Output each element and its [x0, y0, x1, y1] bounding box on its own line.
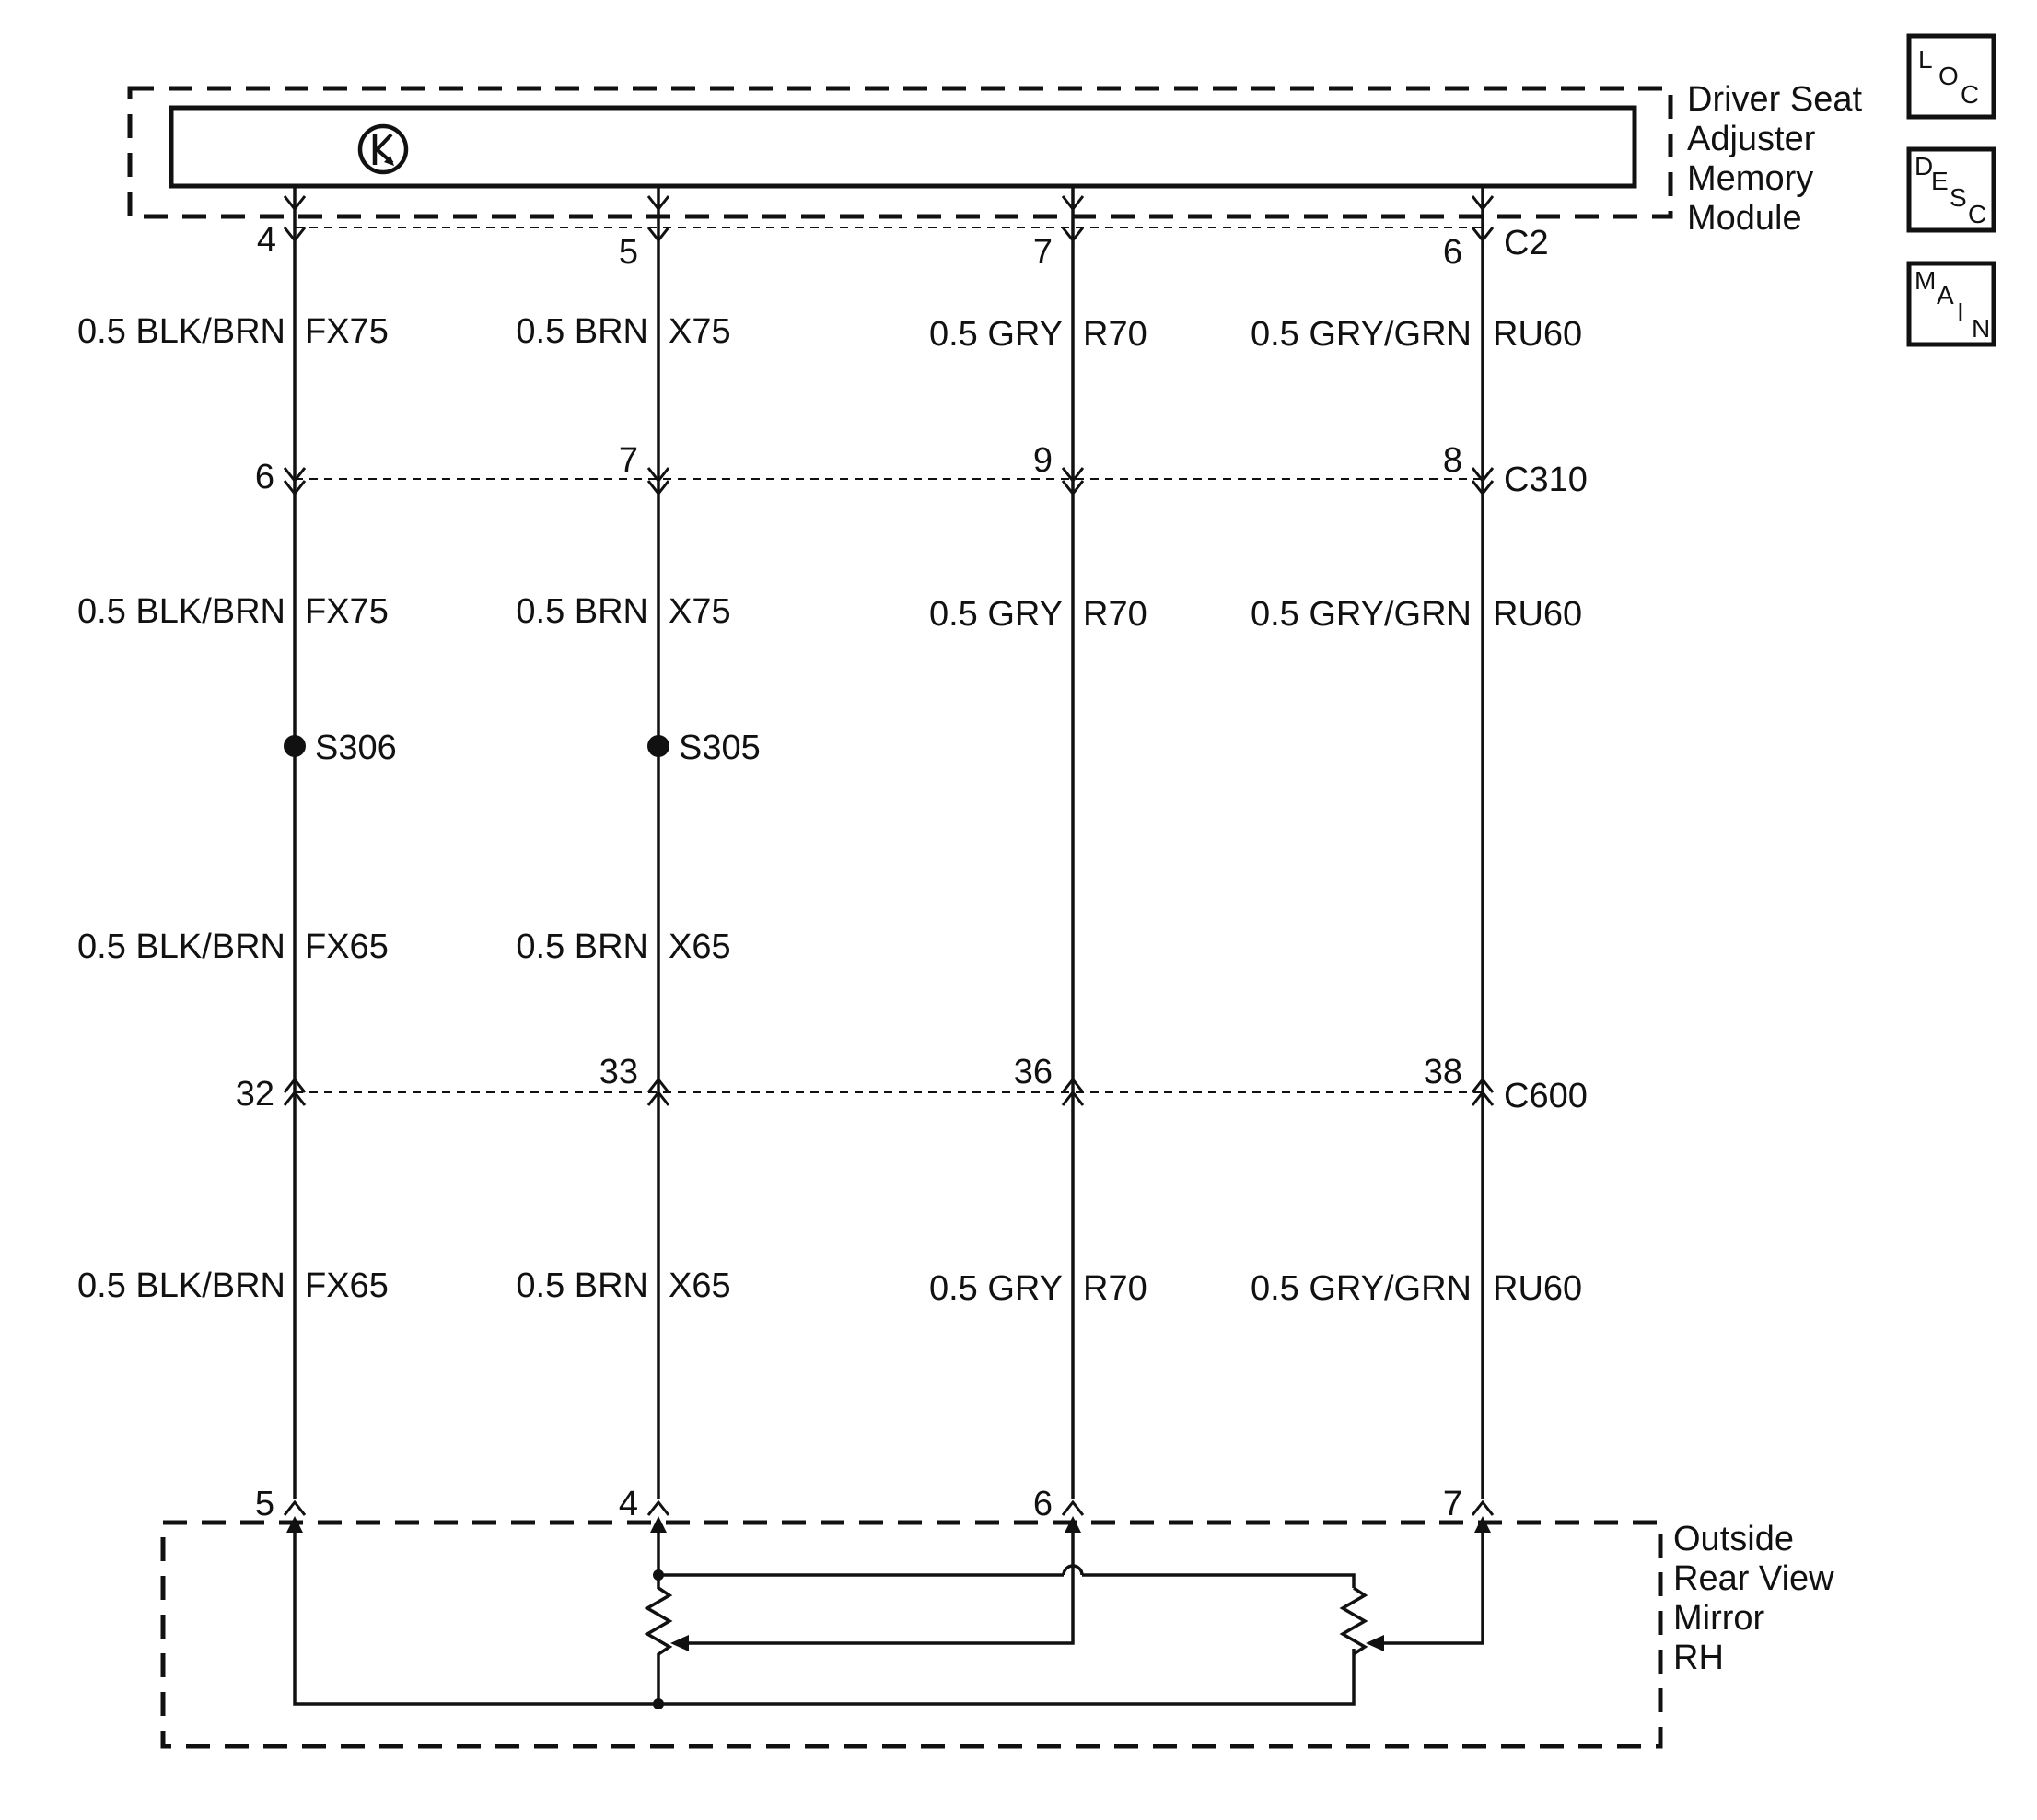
c310-pin-x: 7 [619, 441, 638, 480]
mirror-name-line-4: RH [1673, 1639, 1724, 1677]
c600-pin-fx: 32 [236, 1075, 274, 1114]
wire-label-circuit: FX75 [305, 592, 389, 631]
splice-dot-s306 [284, 735, 306, 757]
wire-label-color: 0.5 GRY [929, 1269, 1063, 1308]
c310-pin-r70: 9 [1033, 441, 1053, 480]
c310-pin-ru60: 8 [1443, 441, 1462, 480]
loc-letter: O [1938, 62, 1959, 90]
c600-pin-ru60: 38 [1424, 1053, 1462, 1091]
c600-label: C600 [1504, 1077, 1588, 1115]
wire-labels-seg3: 0.5 BLK/BRN FX65 0.5 BRN X65 [77, 928, 731, 966]
wire-label-circuit: RU60 [1493, 1269, 1582, 1308]
module-name-line-2: Adjuster [1687, 120, 1816, 158]
main-button[interactable]: M A I N [1906, 261, 1996, 347]
c600-pin-r70: 36 [1014, 1053, 1053, 1091]
c310-pin-fx: 6 [255, 458, 274, 496]
mirror-wiper-arrows [653, 1569, 1384, 1709]
mirror-internal-circuit [293, 1533, 1484, 1706]
wire-label-circuit: RU60 [1493, 595, 1582, 634]
wire-label-circuit: X75 [669, 592, 731, 631]
c2-label: C2 [1504, 224, 1549, 262]
main-letter: N [1972, 314, 1990, 343]
wire-label-circuit: FX65 [305, 1266, 389, 1305]
module-name-line-4: Module [1687, 199, 1802, 238]
desc-letter: S [1950, 183, 1967, 212]
wire-label-circuit: FX65 [305, 928, 389, 966]
wire-label-circuit: X65 [669, 928, 731, 966]
main-letter: I [1957, 298, 1964, 326]
wire-label-color: 0.5 BRN [516, 312, 648, 351]
desc-button[interactable]: D E S C [1906, 146, 1996, 233]
desc-letter: E [1931, 167, 1949, 195]
wire-label-color: 0.5 BLK/BRN [77, 928, 285, 966]
desc-letter: C [1968, 200, 1986, 228]
mirror-pin-x: 4 [619, 1485, 638, 1523]
loc-button-frame [1906, 33, 1996, 120]
desc-letter: D [1915, 152, 1933, 181]
loc-letter: L [1918, 45, 1933, 74]
mirror-pin-fx: 5 [255, 1485, 274, 1523]
mirror-input-arrows [286, 1516, 1491, 1533]
splice-label-s305: S305 [679, 729, 761, 767]
wire-label-color: 0.5 BRN [516, 928, 648, 966]
wire-label-circuit: R70 [1083, 595, 1147, 634]
c2-pin-ru60: 6 [1443, 233, 1462, 272]
c2-pin-r70: 7 [1033, 233, 1053, 272]
wire-label-color: 0.5 GRY [929, 595, 1063, 634]
loc-letter: C [1961, 80, 1979, 109]
wire-label-circuit: X65 [669, 1266, 731, 1305]
connector-c2: 4 5 7 6 C2 [257, 195, 1549, 272]
wire-label-circuit: R70 [1083, 1269, 1147, 1308]
wire-label-circuit: RU60 [1493, 315, 1582, 354]
connector-c600: 32 33 36 38 C600 [236, 1053, 1588, 1115]
wire-label-color: 0.5 BRN [516, 592, 648, 631]
module-name-line-1: Driver Seat [1687, 80, 1862, 119]
wire-label-circuit: X75 [669, 312, 731, 351]
main-button-frame [1906, 261, 1996, 347]
wire-label-color: 0.5 GRY/GRN [1251, 595, 1472, 634]
wire-label-color: 0.5 BRN [516, 1266, 648, 1305]
mirror-name-line-1: Outside [1673, 1520, 1794, 1558]
mirror-name-line-3: Mirror [1673, 1599, 1765, 1638]
mirror-boundary [160, 1520, 1663, 1749]
c2-pin-x: 5 [619, 233, 638, 272]
wire-label-color: 0.5 BLK/BRN [77, 1266, 285, 1305]
mirror-pin-ru60: 7 [1443, 1485, 1462, 1523]
wire-label-color: 0.5 GRY/GRN [1251, 1269, 1472, 1308]
wire-label-circuit: R70 [1083, 315, 1147, 354]
connector-c310: 6 7 9 8 C310 [255, 441, 1588, 499]
wire-label-color: 0.5 BLK/BRN [77, 592, 285, 631]
loc-button[interactable]: L O C [1906, 33, 1996, 120]
wire-labels-seg4: 0.5 BLK/BRN FX65 0.5 BRN X65 0.5 GRY R70… [77, 1266, 1582, 1308]
wire-label-color: 0.5 GRY [929, 315, 1063, 354]
c600-pin-x: 33 [599, 1053, 638, 1091]
memory-module-icon [357, 123, 409, 175]
wire-labels-seg2: 0.5 BLK/BRN FX75 0.5 BRN X75 0.5 GRY R70… [77, 592, 1582, 634]
main-letter: A [1937, 281, 1954, 309]
c310-label: C310 [1504, 461, 1588, 499]
wire-labels-seg1: 0.5 BLK/BRN FX75 0.5 BRN X75 0.5 GRY R70… [77, 312, 1582, 354]
wire-label-color: 0.5 BLK/BRN [77, 312, 285, 351]
module-boundary [127, 86, 1673, 219]
module-name-line-3: Memory [1687, 159, 1813, 198]
mirror-pin-r70: 6 [1033, 1485, 1053, 1523]
splice-label-s306: S306 [315, 729, 397, 767]
main-letter: M [1915, 266, 1936, 295]
module-body [169, 105, 1637, 189]
module-label: Driver Seat Adjuster Memory Module [1687, 80, 1862, 238]
wire-label-color: 0.5 GRY/GRN [1251, 315, 1472, 354]
splices: S306 S305 [284, 729, 761, 767]
wire-label-circuit: FX75 [305, 312, 389, 351]
desc-button-frame [1906, 146, 1996, 233]
c2-pin-fx: 4 [257, 221, 276, 260]
splice-dot-s305 [647, 735, 669, 757]
mirror-name-line-2: Rear View [1673, 1559, 1834, 1598]
mirror-label: Outside Rear View Mirror RH [1673, 1520, 1834, 1677]
mirror-connector: 5 4 6 7 [255, 1485, 1495, 1523]
